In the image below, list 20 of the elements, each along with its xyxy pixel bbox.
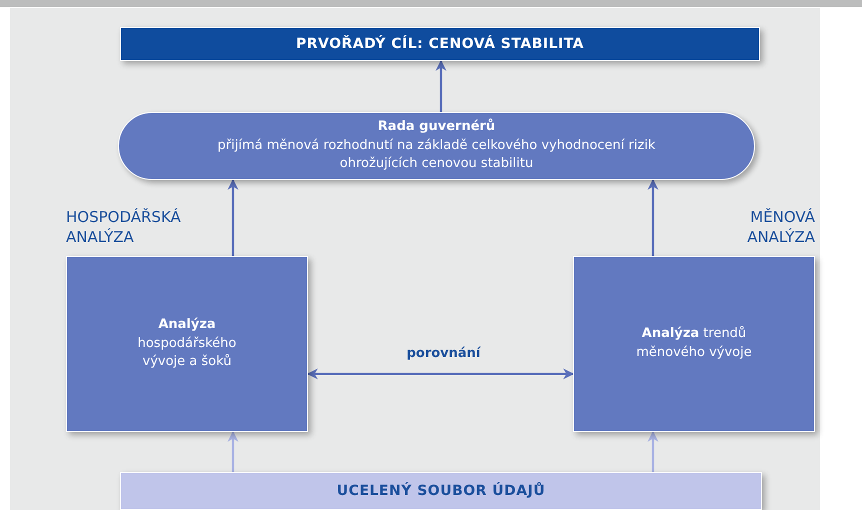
- arrow: [228, 178, 238, 256]
- node-text: PRVOŘADÝ CÍL: CENOVÁ STABILITA: [296, 34, 584, 54]
- node-text: hospodářského vývoje a šoků: [136, 334, 238, 372]
- section-label: HOSPODÁŘSKÁ ANALÝZA: [66, 208, 182, 247]
- arrow: [648, 178, 658, 256]
- arrow: [648, 430, 658, 472]
- node-text: UCELENÝ SOUBOR ÚDAJŮ: [336, 481, 546, 501]
- goal-box: [120, 27, 760, 61]
- node-text: přijímá měnová rozhodnutí na základě celkového vyhodnocení rizik ohrožujících cenovou stabilitu: [216, 136, 656, 174]
- analysis-box: [66, 256, 308, 432]
- arrow: [436, 60, 446, 112]
- heading: Analýza: [158, 316, 216, 334]
- arrow: [306, 368, 574, 380]
- section-label: MĚNOVÁ ANALÝZA: [746, 208, 815, 247]
- analysis-box: [573, 256, 815, 432]
- heading: Rada guvernérů: [378, 118, 496, 136]
- process-pill: [118, 112, 755, 180]
- node-text: Analýza trendů měnového vývoje: [635, 325, 753, 362]
- arrow: [228, 430, 238, 472]
- data-box: [120, 472, 762, 510]
